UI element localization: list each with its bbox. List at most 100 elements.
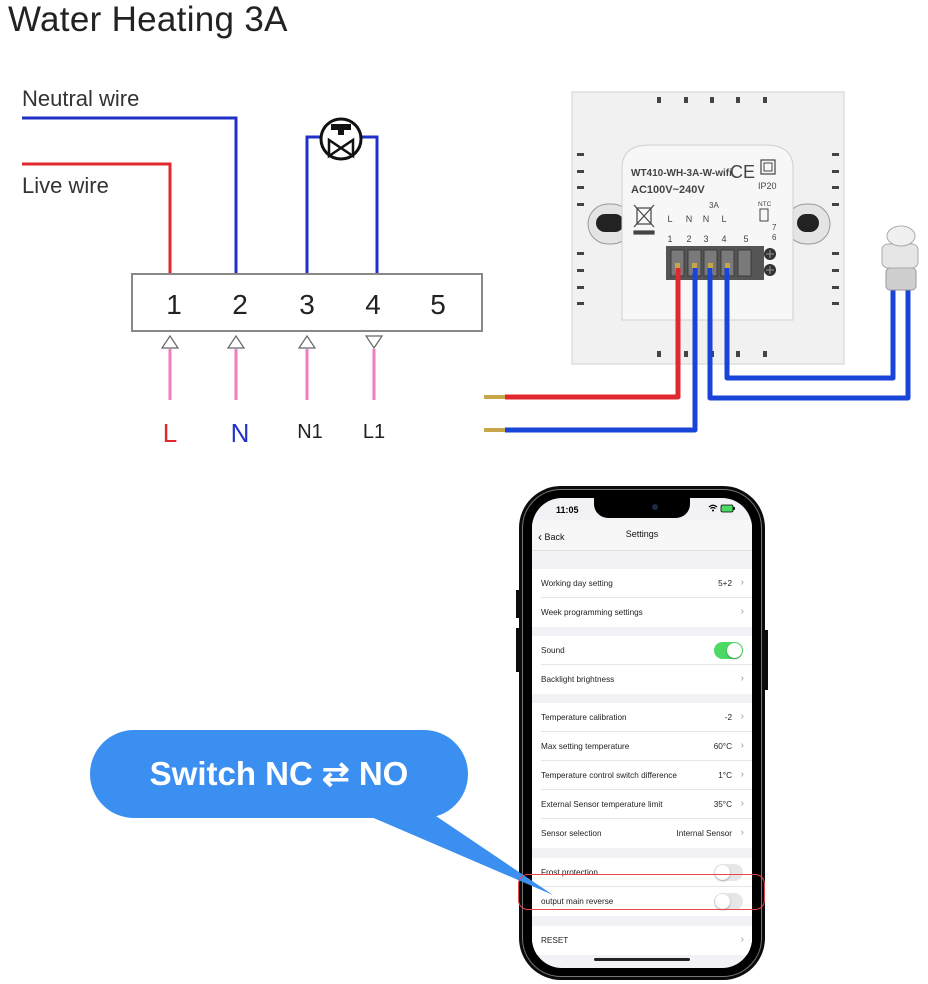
chevron-right-icon: › [740, 711, 744, 722]
device-terminal-letter: N [703, 214, 710, 224]
chevron-right-icon: › [740, 798, 744, 809]
row-divider [541, 818, 752, 819]
settings-row-label: RESET [541, 936, 569, 945]
phone-side-button [516, 628, 520, 672]
settings-row[interactable]: Week programming settings › [532, 598, 752, 627]
phone-screen: 11:05 ‹ Back Settings Working day settin… [532, 498, 752, 968]
device-wires [484, 268, 911, 433]
settings-row[interactable]: Backlight brightness › [532, 665, 752, 694]
nav-bar: ‹ Back Settings [532, 520, 752, 551]
row-divider [541, 597, 752, 598]
ntc-number-7: 7 [772, 223, 777, 232]
input-label-l: L [163, 418, 177, 448]
row-divider [541, 789, 752, 790]
toggle-knob [715, 865, 730, 880]
device-model: WT410-WH-3A-W-wifi [631, 168, 732, 179]
settings-row[interactable]: Working day setting 5+2 › [532, 569, 752, 598]
settings-row-label: Max setting temperature [541, 742, 630, 751]
settings-row-label: Working day setting [541, 579, 613, 588]
chevron-right-icon: › [740, 769, 744, 780]
terminal-number-4: 4 [365, 289, 381, 320]
callout-text: Switch NC ⇄ NO [149, 755, 409, 792]
chevron-right-icon: › [740, 673, 744, 684]
device-voltage: AC100V~240V [631, 184, 705, 196]
terminal-number-2: 2 [232, 289, 248, 320]
chevron-right-icon: › [740, 606, 744, 617]
settings-row-value: 35°C [713, 800, 732, 809]
settings-row-label: External Sensor temperature limit [541, 800, 663, 809]
status-bar: 11:05 [532, 498, 752, 520]
device-terminal-number: 4 [721, 234, 726, 244]
settings-row[interactable]: Frost protection [532, 858, 752, 887]
terminal-block [131, 273, 483, 332]
settings-row[interactable]: Max setting temperature 60°C › [532, 732, 752, 761]
wifi-battery-icon [708, 504, 736, 515]
settings-row[interactable]: Sound [532, 636, 752, 665]
ce-mark: CE [730, 162, 755, 182]
settings-row-label: Temperature calibration [541, 713, 627, 722]
settings-row-label: Sensor selection [541, 829, 602, 838]
input-label-l1: L1 [363, 421, 385, 443]
device-terminal-number: 1 [667, 234, 672, 244]
toggle-knob [715, 894, 730, 909]
settings-row[interactable]: Temperature calibration -2 › [532, 703, 752, 732]
toggle-knob [727, 643, 742, 658]
chevron-right-icon: › [740, 577, 744, 588]
device-terminal-number: 2 [686, 234, 691, 244]
settings-row-value: 5+2 [718, 579, 732, 588]
highlight-box [518, 874, 765, 910]
settings-row-label: Week programming settings [541, 608, 643, 617]
toggle-switch[interactable] [714, 642, 743, 659]
valve-wire [305, 135, 325, 274]
valve-wire [357, 135, 379, 274]
neutral-wire-label: Neutral wire [22, 86, 139, 111]
phone-notch [594, 498, 690, 518]
chevron-right-icon: › [740, 934, 744, 945]
page-title: Water Heating 3A [8, 0, 288, 39]
thermostat-device: WT410-WH-3A-W-wifi CE AC100V~240V IP20 3… [571, 91, 845, 365]
phone-side-button [764, 630, 768, 690]
toggle-switch[interactable] [714, 864, 743, 881]
nav-title: Settings [625, 529, 659, 539]
home-indicator [594, 958, 690, 961]
chevron-left-icon: ‹ [538, 530, 542, 544]
terminal-number-3: 3 [299, 289, 315, 320]
settings-row[interactable]: External Sensor temperature limit 35°C › [532, 790, 752, 819]
device-terminal-number: 5 [743, 234, 748, 244]
back-button[interactable]: ‹ Back [538, 530, 565, 544]
row-divider [541, 664, 752, 665]
row-divider [541, 760, 752, 761]
input-label-n1: N1 [297, 421, 323, 443]
ntc-sensor-icon [881, 225, 919, 291]
valve-symbol-icon [319, 117, 363, 161]
settings-row-value: 60°C [713, 742, 732, 751]
device-terminal-letter: L [667, 214, 672, 224]
settings-row[interactable]: output main reverse [532, 887, 752, 916]
weee-bin-icon [633, 204, 655, 235]
phone-side-button [516, 590, 520, 618]
settings-row-label: Sound [541, 646, 565, 655]
settings-row-value: -2 [724, 713, 732, 722]
settings-row-label: Backlight brightness [541, 675, 615, 684]
settings-row[interactable]: RESET › [532, 926, 752, 955]
row-divider [541, 731, 752, 732]
device-terminal-letter: N [686, 214, 693, 224]
settings-row-value: Internal Sensor [676, 829, 732, 838]
input-label-n: N [231, 418, 250, 448]
input-arrows [160, 334, 384, 400]
toggle-switch[interactable] [714, 893, 743, 910]
device-ip-rating: IP20 [758, 181, 777, 191]
device-current: 3A [709, 201, 719, 210]
callout-bubble [90, 730, 468, 818]
ntc-number-6: 6 [772, 233, 777, 242]
settings-row-value: 1°C [718, 771, 732, 780]
live-wire [22, 162, 172, 274]
device-terminal-letter: L [721, 214, 726, 224]
neutral-wire [22, 116, 238, 274]
live-wire-label: Live wire [22, 173, 109, 198]
status-time: 11:05 [556, 505, 579, 515]
chevron-right-icon: › [740, 740, 744, 751]
settings-row-label: Frost protection [541, 868, 598, 877]
